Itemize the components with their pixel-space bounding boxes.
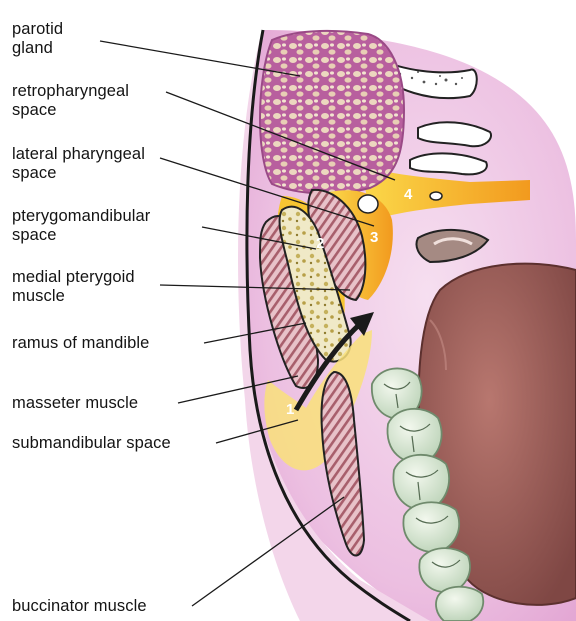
parotid-gland — [260, 31, 404, 194]
space-number-2: 2 — [316, 235, 324, 252]
vessel-large — [358, 195, 378, 213]
label-submandibular-space: submandibular space — [12, 434, 171, 453]
label-parotid-gland: parotid gland — [12, 20, 63, 58]
label-masseter-muscle: masseter muscle — [12, 394, 138, 413]
label-retropharyngeal-space: retropharyngeal space — [12, 82, 129, 120]
label-ramus-of-mandible: ramus of mandible — [12, 334, 149, 353]
space-number-3: 3 — [370, 229, 378, 246]
space-number-1: 1 — [286, 401, 294, 418]
vessel-small — [430, 192, 442, 200]
label-buccinator-muscle: buccinator muscle — [12, 597, 147, 616]
label-lateral-pharyngeal-space: lateral pharyngeal space — [12, 145, 145, 183]
space-number-4: 4 — [404, 186, 413, 203]
label-pterygomandibular-space: pterygomandibular space — [12, 207, 150, 245]
label-medial-pterygoid-muscle: medial pterygoid muscle — [12, 268, 135, 306]
